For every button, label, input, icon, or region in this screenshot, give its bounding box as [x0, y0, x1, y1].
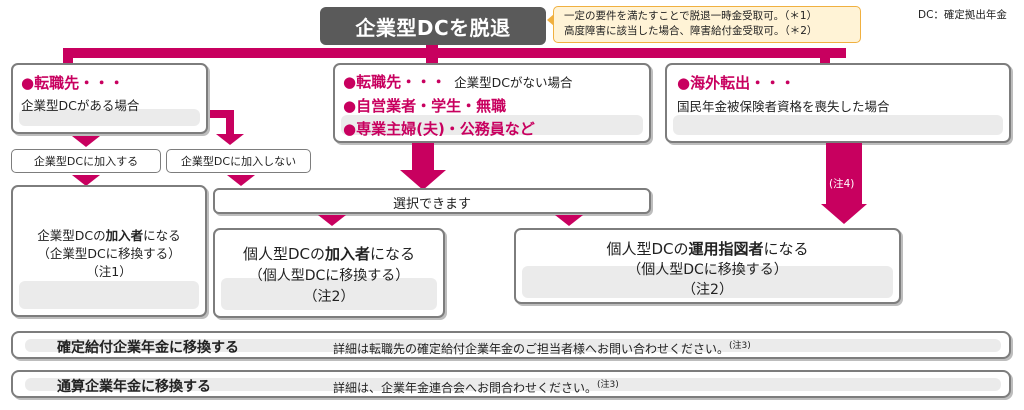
- case-transfer-with-dc: ●転職先・・・ 企業型DCがある場合: [11, 63, 208, 134]
- outcome-line1-pre: 個人型DCの: [242, 245, 325, 263]
- outcome-individual-dc-member: 個人型DCの加入者になる （個人型DCに移換する） （注2）: [213, 228, 445, 318]
- outcome-line1-bold: 加入者: [325, 245, 371, 263]
- case-transfer-without-dc: ●転職先・・・企業型DCがない場合 ●自営業者・学生・無職 ●専業主婦(夫)・公…: [333, 63, 651, 143]
- withdrawal-note: 一定の要件を満たすことで脱退一時金受取可。（＊1） 高度障害に該当した場合、障害…: [553, 6, 861, 43]
- page-title: 企業型DCを脱退: [320, 7, 546, 45]
- outcome-inner: [221, 278, 437, 310]
- transfer-pension-row: 通算企業年金に移換する 詳細は、企業年金連合会へお問合わせください。(注3): [11, 370, 1011, 398]
- outcome-line1-pre: 個人型DCの: [606, 240, 689, 258]
- outcome-line3: （注2）: [682, 282, 733, 298]
- join-company-dc: 企業型DCに加入する: [11, 149, 161, 173]
- row-detail: 詳細は転職先の確定給付企業年金のご担当者様へお問い合わせください。(注3): [333, 338, 751, 357]
- row-inner: [25, 378, 1001, 391]
- drop-middle: [426, 48, 438, 64]
- branch-bar: [210, 110, 234, 118]
- drop-right: [820, 48, 830, 64]
- drop-left: [63, 48, 73, 64]
- outcome-line1: 個人型DCの運用指図者になる: [516, 238, 899, 259]
- selection-label: 選択できます: [392, 197, 471, 212]
- case-line1-head: ●転職先・・・: [343, 73, 447, 91]
- top-horizontal-connector: [63, 48, 846, 58]
- case-line3: ●専業主婦(夫)・公務員など: [343, 120, 535, 138]
- no-join-company-dc: 企業型DCに加入しない: [166, 149, 311, 173]
- outcome-line1: 企業型DCの加入者になる: [13, 225, 205, 244]
- outcome-inner: [19, 281, 199, 309]
- row-label: 確定給付企業年金に移換する: [57, 340, 239, 356]
- withdrawal-note-line1: 一定の要件を満たすことで脱退一時金受取可。（＊1）: [564, 10, 818, 22]
- row-detail-note: (注3): [597, 380, 619, 390]
- outcome-company-dc-member: 企業型DCの加入者になる （企業型DCに移換する） （注1）: [11, 185, 207, 317]
- outcome-line2: （企業型DCに移換する）: [37, 246, 181, 261]
- case-line1: ●転職先・・・企業型DCがない場合: [343, 71, 572, 92]
- arrow-down: [72, 136, 100, 147]
- right-arrow-stem: [826, 143, 862, 205]
- case-overseas: ●海外転出・・・ 国民年金被保険者資格を喪失した場合: [665, 63, 1011, 143]
- row-label: 通算企業年金に移換する: [57, 379, 211, 395]
- outcome-line3: （注1）: [86, 264, 132, 279]
- outcome-line1-pre: 企業型DCの: [37, 228, 106, 243]
- note-pointer: [547, 14, 554, 26]
- outcome-line1-post: になる: [763, 240, 809, 258]
- case-line2: ●自営業者・学生・無職: [343, 97, 507, 115]
- right-arrow-head: [821, 204, 867, 224]
- middle-arrow-stem: [412, 143, 434, 173]
- arrow-down: [318, 215, 346, 226]
- outcome-line3: （注2）: [303, 289, 355, 305]
- outcome-line1: 個人型DCの加入者になる: [215, 243, 443, 264]
- case-heading: ●転職先・・・: [21, 74, 125, 92]
- case-inner: [19, 109, 200, 126]
- arrow-down: [227, 175, 255, 186]
- outcome-individual-dc-operator: 個人型DCの運用指図者になる （個人型DCに移換する） （注2）: [514, 228, 901, 304]
- row-inner: [25, 339, 1001, 352]
- outcome-line2: （個人型DCに移換する）: [248, 268, 410, 284]
- withdrawal-note-line2: 高度障害に該当した場合、障害給付金受取可。（＊2）: [564, 25, 818, 37]
- outcome-line1-post: になる: [370, 245, 416, 263]
- row-detail-text: 詳細は、企業年金連合会へお問合わせください。: [333, 381, 598, 395]
- note4-label: (注4): [829, 178, 855, 190]
- row-detail-note: (注3): [729, 341, 751, 351]
- case-inner: [673, 115, 1003, 135]
- outcome-line1-post: になる: [143, 228, 181, 243]
- selection-bar: 選択できます: [213, 188, 651, 214]
- legend: DC：確定拠出年金: [918, 9, 1007, 21]
- case-sub: 企業型DCがある場合: [21, 98, 140, 113]
- case-sub: 国民年金被保険者資格を喪失した場合: [677, 99, 890, 114]
- branch-bar: [226, 110, 234, 135]
- outcome-inner: [522, 266, 893, 298]
- arrow-down: [216, 134, 244, 145]
- outcome-line2: （個人型DCに移換する）: [627, 262, 788, 278]
- case-line1-tail: 企業型DCがない場合: [454, 75, 573, 90]
- outcome-line1-bold: 運用指図者: [688, 240, 764, 258]
- transfer-db-row: 確定給付企業年金に移換する 詳細は転職先の確定給付企業年金のご担当者様へお問い合…: [11, 331, 1011, 359]
- arrow-down: [555, 215, 583, 226]
- middle-arrow-head: [400, 170, 446, 190]
- row-detail: 詳細は、企業年金連合会へお問合わせください。(注3): [333, 377, 619, 396]
- arrow-down: [72, 175, 100, 186]
- outcome-line1-bold: 加入者: [105, 228, 144, 243]
- case-heading: ●海外転出・・・: [677, 74, 796, 92]
- row-detail-text: 詳細は転職先の確定給付企業年金のご担当者様へお問い合わせください。: [333, 342, 730, 356]
- case-inner: [341, 115, 643, 135]
